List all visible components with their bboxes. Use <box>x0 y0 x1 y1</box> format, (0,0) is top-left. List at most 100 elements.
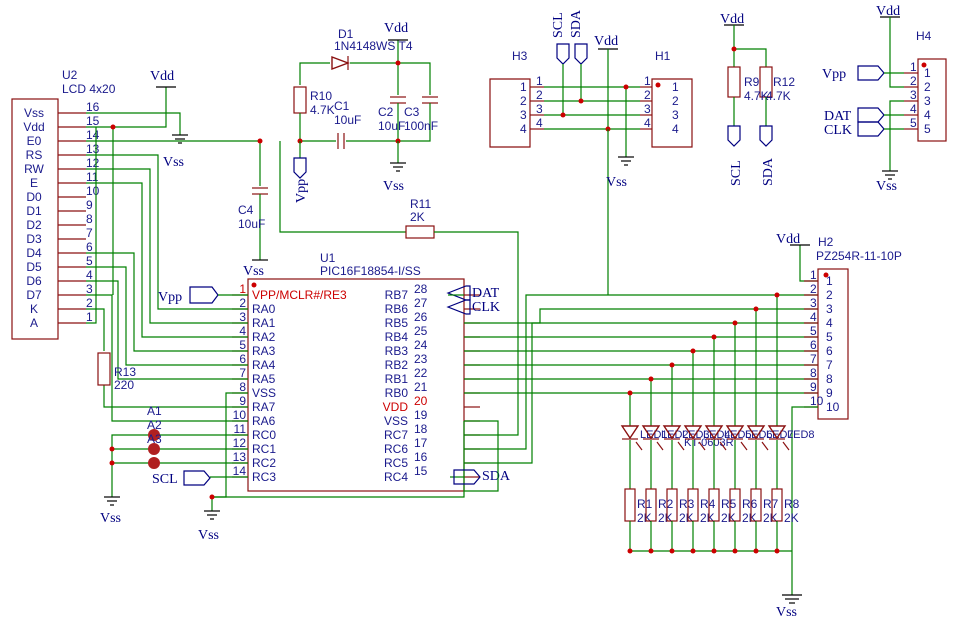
lcd-pin-number: 13 <box>86 142 100 156</box>
mcu-pin-name: RB2 <box>385 358 409 372</box>
lcd-vdd-symbol: Vdd <box>150 69 176 88</box>
junction <box>774 548 780 554</box>
mcu-pin-number: 14 <box>233 464 247 478</box>
svg-text:R13: R13 <box>114 365 136 379</box>
mcu-value: PIC16F18854-I/SS <box>320 264 421 278</box>
svg-text:Vss: Vss <box>243 264 264 279</box>
lcd-pin-name: RS <box>26 148 43 162</box>
svg-text:H2: H2 <box>818 235 834 249</box>
svg-text:Vdd: Vdd <box>594 34 618 49</box>
mcu-pin-number: 7 <box>239 366 246 380</box>
mcu-ref: U1 <box>320 251 336 265</box>
lcd-mcu-wires <box>86 87 263 422</box>
lcd-pin-number: 7 <box>86 226 93 240</box>
svg-text:CLK: CLK <box>824 123 852 138</box>
svg-text:Vss: Vss <box>776 605 797 620</box>
lcd-pin-name: D0 <box>26 190 42 204</box>
mcu-right-pins: 28RB727RB626RB525RB424RB323RB222RB121RB0… <box>383 282 480 484</box>
h2-pin-label: 4 <box>826 316 833 330</box>
lcd-pin-number: 16 <box>86 100 100 114</box>
mcu-pin-number: 20 <box>414 394 428 408</box>
svg-text:4.7K: 4.7K <box>310 103 335 117</box>
h2-pin-number: 1 <box>810 268 817 282</box>
lcd-vss-symbol: Vss <box>163 134 188 170</box>
i2c-bus-flags: SCL SDA Vdd Vss <box>551 9 634 295</box>
mcu-pin-number: 5 <box>239 338 246 352</box>
sda-flag-right: SDA <box>450 469 511 485</box>
led-resistor-ref: R3 <box>679 497 695 511</box>
h2-pin-number: 2 <box>810 282 817 296</box>
h4-pin-label: 4 <box>924 108 931 122</box>
dat-clk-flags: DAT CLK <box>446 285 500 315</box>
led-arrow <box>656 441 664 451</box>
h2-pin-number: 6 <box>810 338 817 352</box>
junction <box>732 548 738 554</box>
svg-text:R12: R12 <box>773 75 795 89</box>
lcd-pin-number: 1 <box>86 310 93 324</box>
svg-text:C4: C4 <box>238 203 254 217</box>
led-symbol <box>746 425 766 440</box>
mcu-pin-number: 23 <box>414 352 428 366</box>
led-resistor-value: 2K <box>658 511 673 525</box>
svg-text:DAT: DAT <box>824 109 852 124</box>
h2-pin-label: 8 <box>826 372 833 386</box>
mcu-pin-name: RB7 <box>385 288 409 302</box>
led-symbol <box>662 425 682 440</box>
lcd-pin-number: 14 <box>86 128 100 142</box>
mcu-pin-name: RC0 <box>252 428 276 442</box>
reset-network: D1 1N4148WS T4 R10 4.7K C1 10uF Vpp C2 1… <box>293 21 438 203</box>
svg-text:Vss: Vss <box>100 511 121 526</box>
mcu-pin-number: 18 <box>414 422 428 436</box>
h4-pin-label: 1 <box>924 66 931 80</box>
svg-text:Vss: Vss <box>876 179 897 194</box>
svg-text:PZ254R-11-10P: PZ254R-11-10P <box>816 249 902 263</box>
mcu-pin-number: 4 <box>239 324 246 338</box>
led-array: Vss KT-0603R LED1R12KLED2R22KLED3R32KLED… <box>620 292 815 620</box>
mcu-pin-name: RA6 <box>252 414 276 428</box>
h2-pin-label: 6 <box>826 344 833 358</box>
mcu-pin-name: RA2 <box>252 330 276 344</box>
svg-text:Vpp: Vpp <box>294 179 309 203</box>
lcd-pin-name: RW <box>24 162 44 176</box>
mcu-pin-number: 17 <box>414 436 428 450</box>
h3-pin-number: 4 <box>536 116 543 130</box>
svg-text:10uF: 10uF <box>378 119 405 133</box>
svg-text:CLK: CLK <box>472 300 500 315</box>
h1-pin-number: 4 <box>644 116 651 130</box>
h2-pin-number: 10 <box>810 394 824 408</box>
h4-pin-label: 2 <box>924 80 931 94</box>
h2-pin-label: 2 <box>826 288 833 302</box>
d1-value: 1N4148WS T4 <box>334 39 413 53</box>
led-symbol <box>725 425 745 440</box>
mcu-h2-wires <box>464 245 818 492</box>
svg-text:220: 220 <box>114 378 134 392</box>
mcu-pin-name: RA4 <box>252 358 276 372</box>
mcu-pin-number: 11 <box>234 422 247 436</box>
h3-pin-label: 4 <box>520 122 527 136</box>
led-resistor-value: 2K <box>763 511 778 525</box>
lcd-pin-name: D5 <box>26 260 42 274</box>
lcd-pin-number: 15 <box>86 114 100 128</box>
led-arrow <box>782 441 790 451</box>
mcu-pin-number: 28 <box>414 282 428 296</box>
mcu-pin-name: RC4 <box>384 470 408 484</box>
lcd-pin-number: 4 <box>86 268 93 282</box>
svg-text:A3: A3 <box>147 432 162 446</box>
r11-resistor: R11 2K <box>279 141 519 436</box>
h2-pin-label: 10 <box>826 400 840 414</box>
led-resistor-ref: R5 <box>721 497 737 511</box>
h4-pin-number: 3 <box>910 88 917 102</box>
lcd-pin-name: D7 <box>26 288 42 302</box>
mcu-pin-name: RB1 <box>385 372 409 386</box>
lcd-pin-name: K <box>30 302 38 316</box>
h2-pin-label: 9 <box>826 386 833 400</box>
mcu-pin-name: RA7 <box>252 400 276 414</box>
mcu-pin-name: RB3 <box>385 344 409 358</box>
mcu-pin-name: VSS <box>384 414 408 428</box>
junction <box>669 362 675 368</box>
svg-text:SDA: SDA <box>482 469 511 484</box>
svg-text:Vss: Vss <box>383 179 404 194</box>
mcu-pin-number: 3 <box>239 310 246 324</box>
